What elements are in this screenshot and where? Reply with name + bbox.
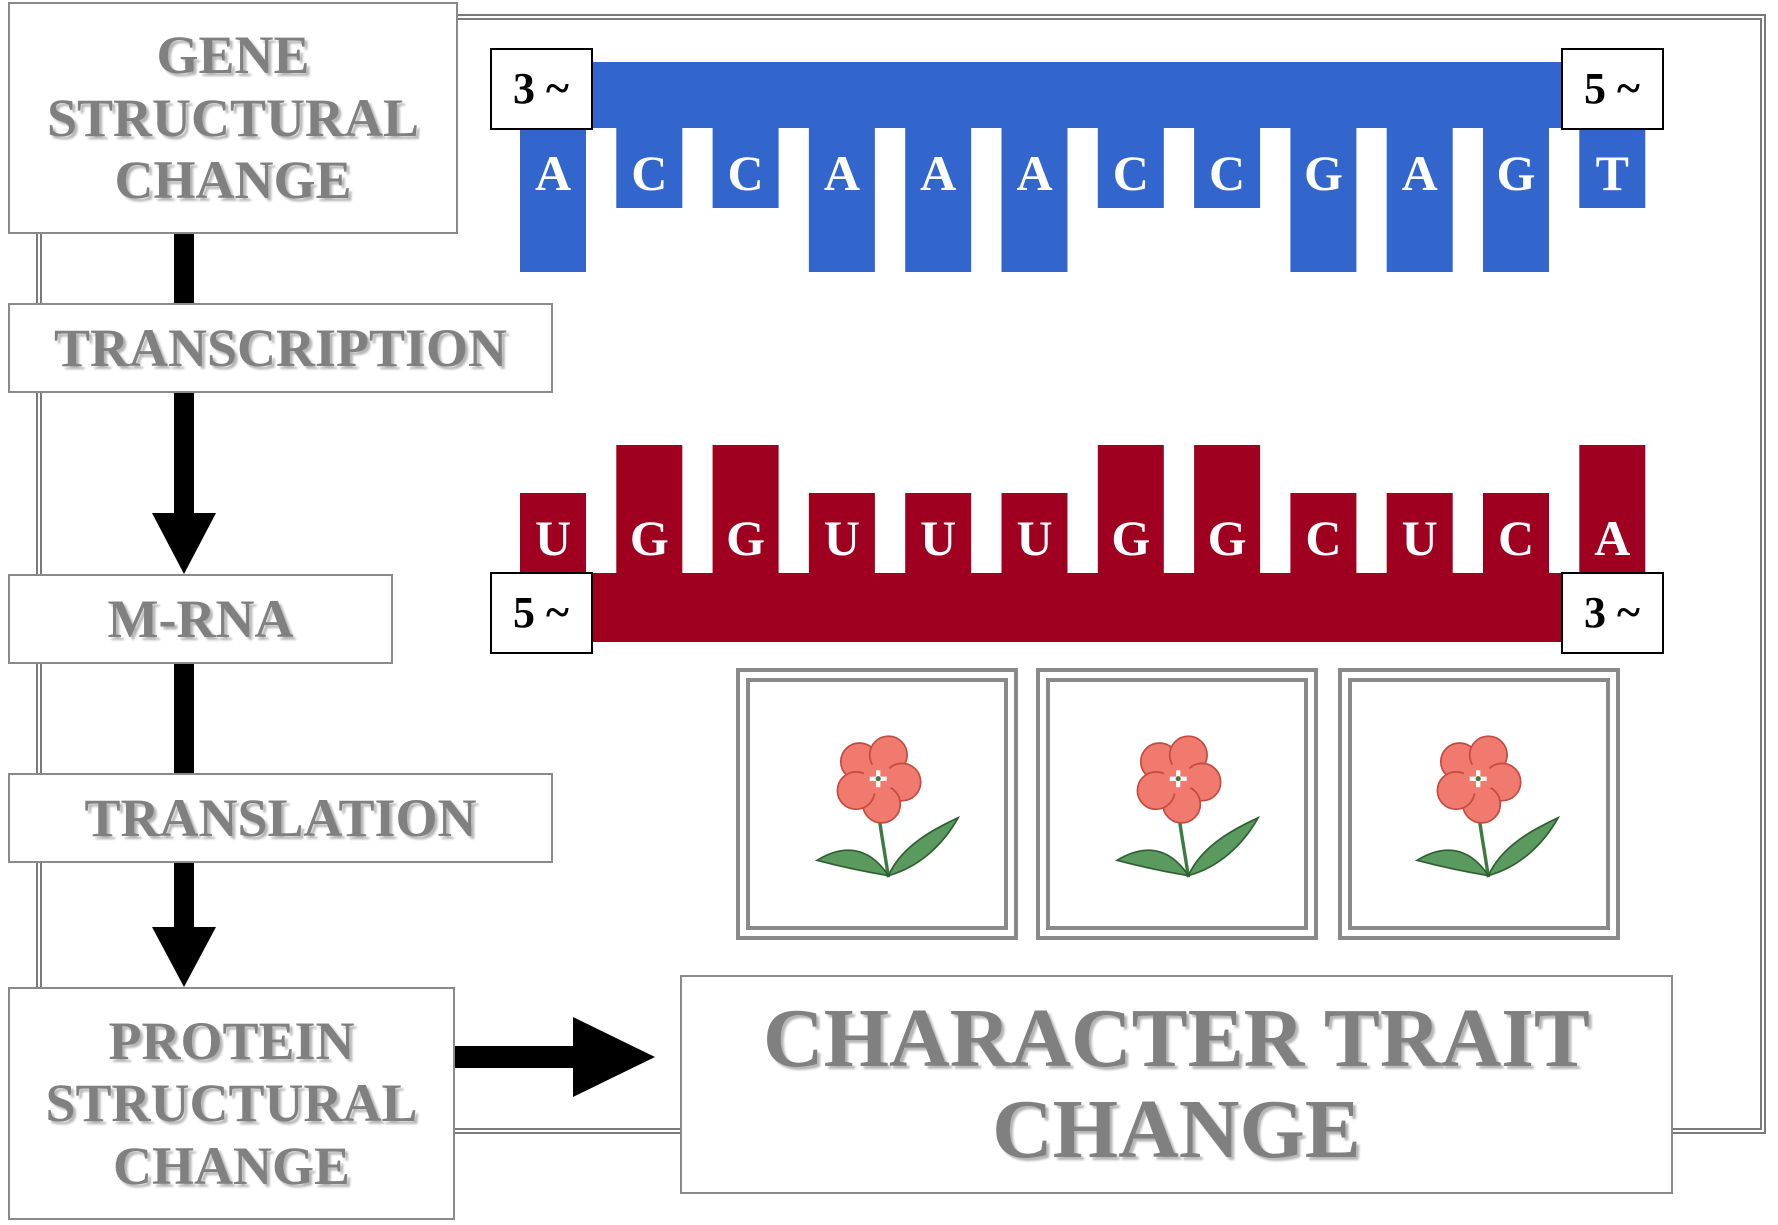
transcription-box: TRANSCRIPTION	[8, 303, 553, 393]
dna-base-3	[712, 128, 779, 208]
dna-base-letter-2: C	[631, 145, 667, 201]
transcription-label: TRANSCRIPTION	[53, 317, 508, 378]
trait-change-line-1: CHARACTER TRAIT	[763, 991, 1590, 1085]
mrna-backbone	[592, 573, 1562, 642]
dna-base-letter-12: T	[1596, 145, 1629, 201]
dna-base-7	[1097, 128, 1164, 208]
dna-base-12	[1579, 128, 1646, 208]
dna-base-9	[1290, 128, 1357, 272]
arrow-protein-to-trait	[455, 1017, 655, 1097]
mrna-label: M-RNA	[107, 588, 294, 649]
mrna-base-letter-2: G	[630, 510, 669, 566]
protein-change-line-2: STRUCTURAL	[45, 1073, 418, 1134]
gene-change-line-2: STRUCTURAL	[46, 87, 420, 148]
dna-base-letter-10: A	[1402, 145, 1438, 201]
mrna-base-letter-5: U	[920, 510, 956, 566]
mrna-base-2	[616, 445, 683, 573]
dna-backbone	[592, 62, 1562, 128]
dna-base-8	[1194, 128, 1261, 208]
character-trait-change-box: CHARACTER TRAIT CHANGE	[680, 975, 1673, 1194]
dna-base-4	[808, 128, 875, 272]
arrow-translation-to-protein	[152, 863, 216, 987]
trait-change-line-2: CHANGE	[992, 1082, 1361, 1176]
mrna-base-5	[905, 493, 972, 573]
mrna-base-letter-9: C	[1305, 510, 1341, 566]
flower-panel-2	[1036, 668, 1318, 940]
dna-base-letter-11: G	[1497, 145, 1536, 201]
mrna-base-4	[808, 493, 875, 573]
dna-right-end-box	[1561, 48, 1664, 130]
dna-base-6	[1001, 128, 1068, 272]
dna-strand: A C C A A A C C G A G T 3 ~ 5 ~	[490, 48, 1664, 272]
mrna-base-8	[1194, 445, 1261, 573]
mrna-left-end-label: 5 ~	[513, 588, 569, 637]
mrna-base-letter-7: G	[1111, 510, 1150, 566]
mrna-base-letter-8: G	[1208, 510, 1247, 566]
mrna-base-9	[1290, 493, 1357, 573]
dna-base-letter-5: A	[920, 145, 956, 201]
dna-base-letter-4: A	[824, 145, 860, 201]
mrna-base-6	[1001, 493, 1068, 573]
arrow-transcription-to-mrna	[152, 393, 216, 574]
flower-panel-3	[1338, 668, 1620, 940]
dna-base-letter-8: C	[1209, 145, 1245, 201]
dna-base-letter-3: C	[728, 145, 764, 201]
flower-panel-1	[736, 668, 1018, 940]
mrna-base-letter-3: G	[726, 510, 765, 566]
mrna-base-letter-11: C	[1498, 510, 1534, 566]
dna-left-end-label: 3 ~	[513, 64, 569, 113]
protein-change-line-3: CHANGE	[112, 1135, 350, 1196]
dna-base-5	[905, 128, 972, 272]
gene-structural-change-box: GENE STRUCTURAL CHANGE	[8, 2, 458, 234]
mrna-left-end-box	[490, 572, 593, 654]
connector-gene-transcription	[174, 234, 194, 304]
dna-base-10	[1386, 128, 1453, 272]
mrna-box: M-RNA	[8, 574, 393, 664]
dna-left-end-box	[490, 48, 593, 130]
connector-mrna-translation	[174, 664, 194, 774]
dna-base-letter-9: G	[1304, 145, 1343, 201]
mrna-base-7	[1097, 445, 1164, 573]
mrna-base-letter-10: U	[1402, 510, 1438, 566]
dna-base-letter-1: A	[535, 145, 571, 201]
translation-box: TRANSLATION	[8, 773, 553, 863]
mrna-base-letter-1: U	[535, 510, 571, 566]
dna-base-2	[616, 128, 683, 208]
mrna-strand: U G G U U U G G C U C A 5 ~ 3 ~	[490, 445, 1664, 654]
translation-label: TRANSLATION	[84, 787, 477, 848]
mrna-base-letter-6: U	[1016, 510, 1052, 566]
mrna-base-3	[712, 445, 779, 573]
dna-base-letter-7: C	[1113, 145, 1149, 201]
flower-panels	[736, 668, 1620, 940]
mrna-base-letter-4: U	[824, 510, 860, 566]
dna-base-1	[520, 128, 586, 272]
mrna-base-10	[1386, 493, 1453, 573]
protein-structural-change-box: PROTEIN STRUCTURAL CHANGE	[8, 987, 455, 1220]
flow-arrows	[152, 234, 655, 1097]
mrna-right-end-label: 3 ~	[1584, 588, 1640, 637]
dna-base-letter-6: A	[1016, 145, 1052, 201]
mrna-base-11	[1483, 493, 1549, 573]
dna-base-11	[1483, 128, 1549, 272]
gene-change-line-3: CHANGE	[114, 150, 352, 211]
mrna-right-end-box	[1561, 572, 1664, 654]
mrna-base-12	[1579, 445, 1646, 573]
dna-right-end-label: 5 ~	[1584, 64, 1640, 113]
mrna-base-1	[520, 493, 586, 573]
protein-change-line-1: PROTEIN	[108, 1010, 355, 1071]
gene-change-line-1: GENE	[156, 25, 310, 86]
mrna-base-letter-12: A	[1594, 510, 1630, 566]
